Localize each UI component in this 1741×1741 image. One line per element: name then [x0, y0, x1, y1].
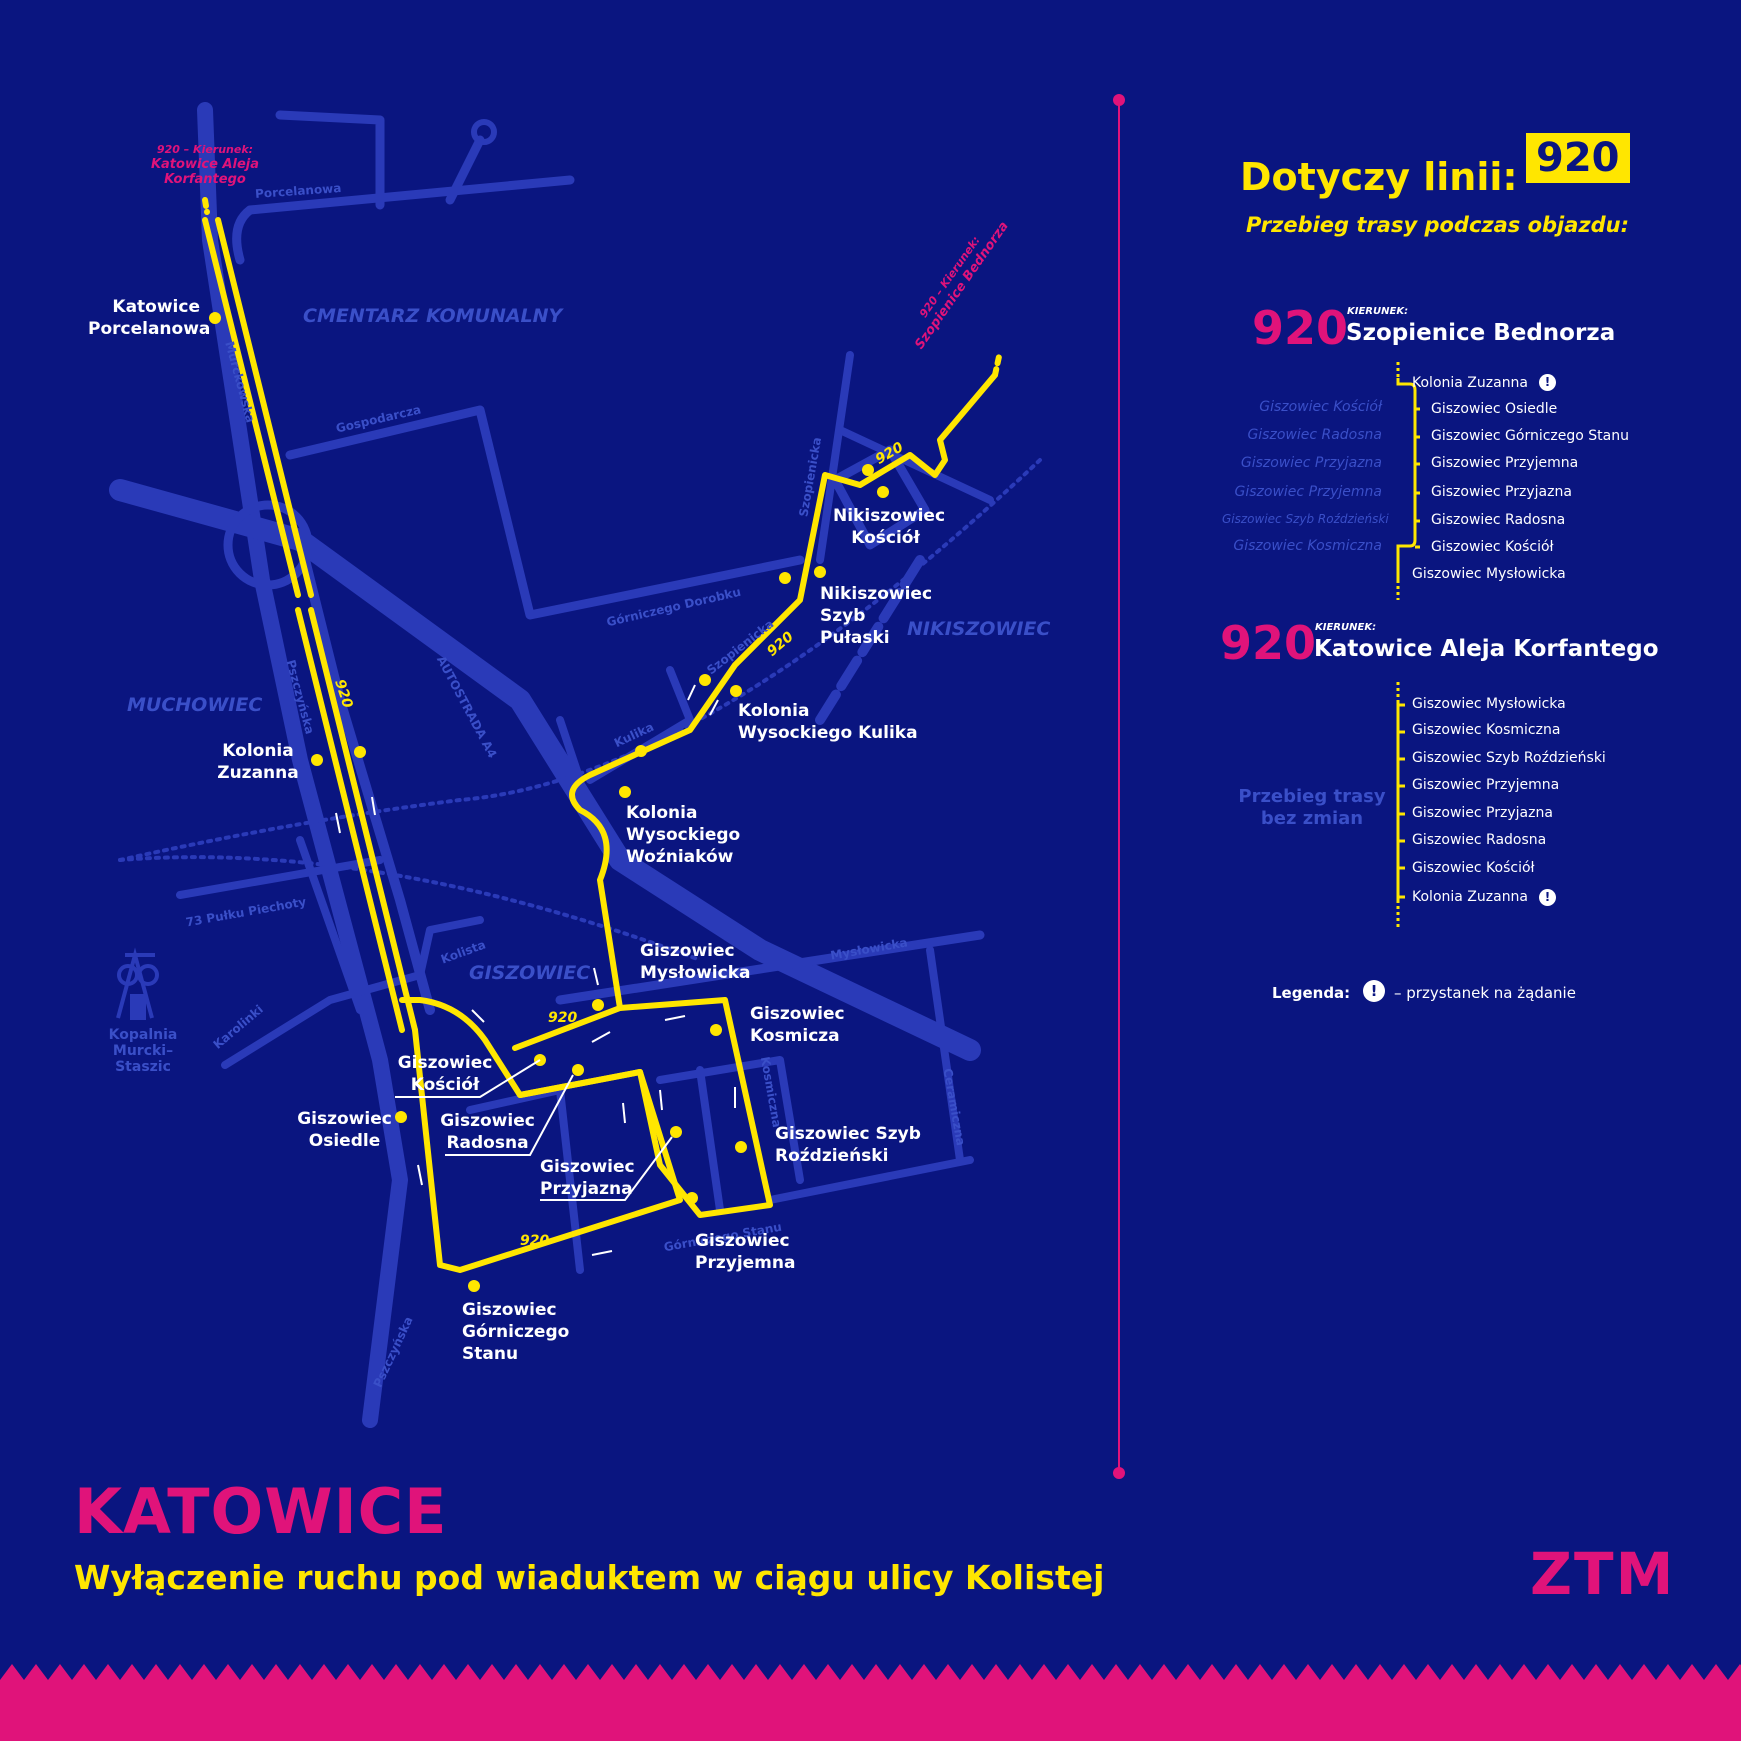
stop-giszowiec-kosciol: Giszowiec Kościół	[397, 1053, 493, 1095]
route2-direction: Katowice Aleja Korfantego	[1314, 636, 1659, 662]
route1-detour-4: Giszowiec Radosna	[1431, 512, 1566, 528]
legend-label: Legenda:	[1272, 984, 1351, 1002]
zigzag-border	[0, 1664, 1741, 1741]
stop-giszowiec-radosna: Giszowiec Radosna	[440, 1111, 535, 1153]
callout-lines	[395, 1059, 673, 1201]
stop-katowice-porcelanowa: Katowice Porcelanowa	[88, 297, 211, 339]
stop-giszowiec-szyb-rozdzienski: Giszowiec Szyb Roździeński	[775, 1124, 921, 1166]
route2-stop-1: Giszowiec Kosmiczna	[1412, 722, 1561, 738]
stop-kolonia-wysockiego-kulika: Kolonia Wysockiego Kulika	[738, 701, 918, 743]
route1-detour-0: Giszowiec Osiedle	[1431, 401, 1558, 417]
ztm-logo: ZTM	[1530, 1540, 1676, 1608]
route1-original-4: Giszowiec Szyb Roździeński	[1222, 512, 1389, 526]
stop-giszowiec-przyjazna: Giszowiec Przyjazna	[540, 1157, 635, 1199]
stop-nikiszowiec-szyb: Nikiszowiec Szyb Pułaski	[820, 584, 933, 648]
route2-stop-7: Kolonia Zuzanna	[1412, 889, 1529, 905]
direction-north: 920 – Kierunek: Katowice Aleja Korfanteg…	[125, 142, 285, 187]
divider-line	[1118, 100, 1120, 1473]
route1-original-0: Giszowiec Kościół	[1259, 399, 1382, 415]
route1-first-stop: Kolonia Zuzanna	[1412, 375, 1529, 391]
route1-direction: Szopienice Bednorza	[1346, 320, 1616, 346]
stop-kolonia-wysockiego-wozniakow: Kolonia Wysockiego Woźniaków	[626, 803, 741, 867]
direction-north-name: Katowice Aleja Korfantego	[150, 157, 260, 187]
route2-diagram	[1396, 682, 1405, 928]
route1-original-5: Giszowiec Kosmiczna	[1233, 538, 1382, 554]
route-920-line	[202, 197, 1003, 1273]
request-stop-icon: !	[1539, 374, 1556, 391]
direction-north-prefix: 920 – Kierunek:	[156, 143, 254, 156]
mine-icon	[116, 947, 159, 1020]
stop-giszowiec-kosmicza: Giszowiec Kosmicza	[750, 1004, 845, 1046]
route1-detour-3: Giszowiec Przyjazna	[1431, 484, 1572, 500]
route1-detour-1: Giszowiec Górniczego Stanu	[1431, 428, 1629, 444]
route2-stop-2: Giszowiec Szyb Roździeński	[1412, 750, 1606, 766]
panel-subtitle: Przebieg trasy podczas objazdu:	[1246, 213, 1630, 237]
route1-original-2: Giszowiec Przyjazna	[1240, 455, 1382, 471]
route2-no-change: Przebieg trasy bez zmian	[1238, 786, 1386, 829]
route2-stop-5: Giszowiec Radosna	[1412, 832, 1547, 848]
stop-giszowiec-myslowicka: Giszowiec Mysłowicka	[640, 941, 751, 983]
district-giszowiec: GISZOWIEC	[469, 962, 591, 984]
stop-giszowiec-gorniczego-stanu: Giszowiec Górniczego Stanu	[462, 1300, 570, 1364]
panel-title: Dotyczy linii:	[1240, 155, 1518, 199]
district-cmentarz: CMENTARZ KOMUNALNY	[303, 305, 563, 327]
route1-dir-label: KIERUNEK:	[1347, 306, 1409, 317]
direction-arrows	[335, 684, 736, 1256]
line-badge: 920	[1526, 133, 1630, 183]
divider-bottom-dot	[1113, 1467, 1125, 1479]
divider-top-dot	[1113, 94, 1125, 106]
route2-stop-0: Giszowiec Mysłowicka	[1412, 696, 1566, 712]
svg-text:920: 920	[548, 1010, 577, 1026]
request-stop-icon: !	[1539, 889, 1556, 906]
route2-stop-4: Giszowiec Przyjazna	[1412, 805, 1553, 821]
stop-giszowiec-przyjemna: Giszowiec Przyjemna	[695, 1231, 796, 1273]
route1-detour-5: Giszowiec Kościół	[1431, 539, 1554, 555]
svg-text:920: 920	[520, 1233, 549, 1249]
route2-stop-3: Giszowiec Przyjemna	[1412, 777, 1560, 793]
headline: Wyłączenie ruchu pod wiaduktem w ciągu u…	[74, 1558, 1105, 1597]
landmark-kopalnia: Kopalnia Murcki–Staszic	[108, 1027, 178, 1075]
district-muchowiec: MUCHOWIEC	[127, 694, 263, 716]
district-nikiszowiec: NIKISZOWIEC	[907, 618, 1051, 640]
route2-stop-6: Giszowiec Kościół	[1412, 860, 1535, 876]
route1-original-1: Giszowiec Radosna	[1247, 427, 1382, 443]
route1-number: 920	[1252, 301, 1349, 355]
stop-nikiszowiec-kosciol: Nikiszowiec Kościół	[833, 506, 946, 548]
route1-last-stop: Giszowiec Mysłowicka	[1412, 566, 1566, 582]
legend-request-stop-icon: !	[1363, 980, 1385, 1002]
city-title: KATOWICE	[74, 1475, 448, 1548]
route1-diagram	[1396, 362, 1420, 600]
route1-detour-2: Giszowiec Przyjemna	[1431, 455, 1579, 471]
stop-markers	[209, 312, 889, 1292]
route1-original-3: Giszowiec Przyjemna	[1234, 484, 1382, 500]
route2-dir-label: KIERUNEK:	[1315, 622, 1377, 633]
route2-number: 920	[1220, 616, 1317, 670]
stop-giszowiec-osiedle: Giszowiec Osiedle	[297, 1109, 392, 1151]
stop-kolonia-zuzanna: Kolonia Zuzanna	[217, 741, 299, 783]
legend-text: – przystanek na żądanie	[1394, 984, 1576, 1002]
